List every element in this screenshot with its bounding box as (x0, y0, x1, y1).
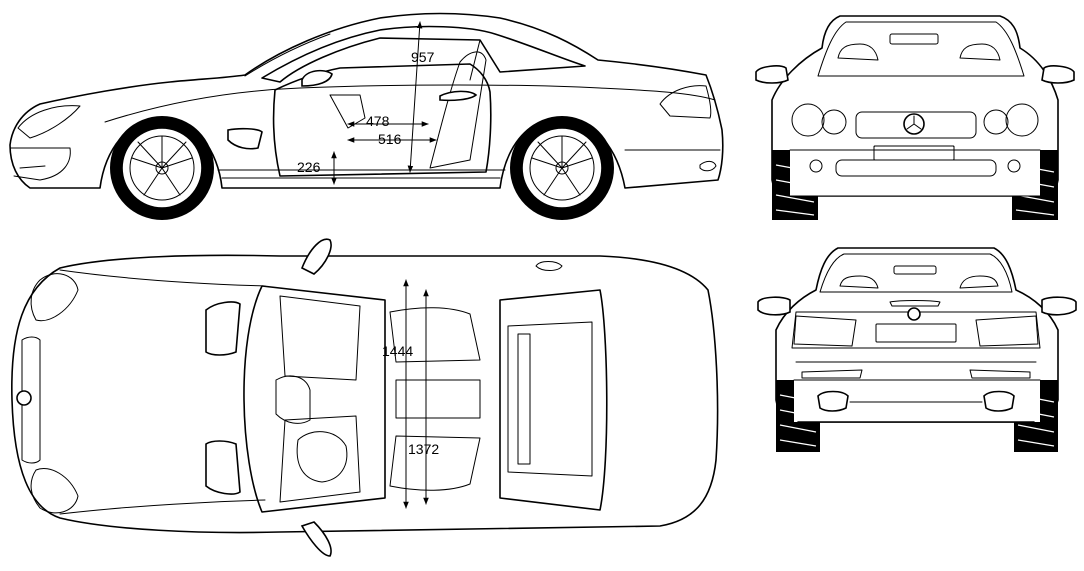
side-window (261, 25, 586, 83)
dim-label-width-rear: 1372 (408, 441, 439, 457)
side-view: 957 478 516 226 (9, 12, 724, 220)
front-grille (855, 111, 977, 139)
top-headlight-right (30, 468, 79, 514)
dim-label-door-outer: 516 (378, 131, 402, 147)
rear-plate (875, 323, 957, 343)
top-emblem (16, 390, 32, 406)
front-mirror-left (755, 65, 789, 84)
top-rear-deck (499, 289, 608, 511)
rear-emblem (907, 307, 921, 321)
top-mirror-left (300, 238, 332, 275)
side-door-handle (439, 90, 478, 102)
top-windshield (243, 285, 386, 513)
rear-exhaust-left (817, 390, 849, 412)
top-view: 1444 1372 (11, 238, 719, 557)
dim-label-sill-height: 226 (297, 159, 321, 175)
front-view (755, 15, 1075, 220)
side-vent (227, 127, 263, 150)
side-front-wheel (110, 116, 214, 220)
rear-mirror-right (1041, 296, 1077, 316)
front-mirror-right (1041, 65, 1075, 84)
dim-label-door-inner: 478 (366, 113, 390, 129)
side-mirror (301, 69, 333, 87)
dim-label-width-front: 1444 (382, 343, 413, 359)
rear-mirror-left (757, 296, 791, 316)
dim-label-roof-height: 957 (411, 49, 435, 65)
rear-view (757, 247, 1077, 452)
dim-line-roof-height (407, 21, 423, 173)
side-rear-wheel (510, 116, 614, 220)
rear-exhaust-right (983, 390, 1015, 412)
top-mirror-right (300, 521, 332, 557)
top-headlight-left (30, 273, 79, 322)
top-body-outline (11, 254, 719, 534)
